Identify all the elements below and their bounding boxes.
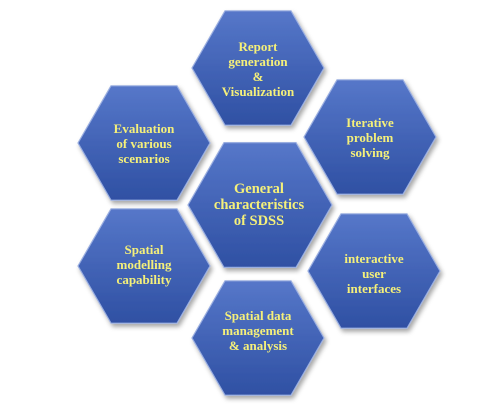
hex-label-spatial-data: Spatial data management & analysis bbox=[200, 297, 316, 363]
label-line: Visualization bbox=[221, 84, 295, 99]
label-line: Spatial data bbox=[224, 307, 292, 323]
hexagon-iterative bbox=[303, 79, 437, 195]
hex-label-report: Report generation & Visualization bbox=[199, 30, 317, 108]
hexagon-spatial-modelling bbox=[77, 208, 211, 324]
label-line: & bbox=[252, 69, 264, 84]
label-line: interfaces bbox=[346, 280, 402, 296]
hexagon-report bbox=[191, 10, 325, 126]
label-line: Spatial bbox=[124, 241, 164, 257]
hex-label-evaluation: Evaluation of various scenarios bbox=[88, 106, 200, 180]
hexagon-interactive bbox=[307, 213, 441, 329]
hex-label-spatial-modelling: Spatial modelling capability bbox=[88, 228, 200, 300]
label-line: management bbox=[222, 322, 294, 338]
label-line: solving bbox=[350, 144, 390, 160]
label-line: & analysis bbox=[228, 337, 288, 353]
label-line: generation bbox=[228, 54, 288, 69]
hexagon-general bbox=[187, 142, 333, 268]
hexagon-spatial-data bbox=[191, 280, 325, 396]
label-line: General bbox=[234, 181, 284, 197]
hexagon-evaluation bbox=[77, 85, 211, 201]
hex-label-general: General characteristics of SDSS bbox=[194, 166, 324, 244]
label-line: capability bbox=[116, 271, 172, 287]
label-line: user bbox=[362, 265, 386, 281]
label-line: scenarios bbox=[118, 150, 170, 166]
label-line: Report bbox=[238, 39, 278, 54]
label-line: characteristics bbox=[213, 197, 305, 213]
label-line: of SDSS bbox=[233, 213, 285, 229]
label-line: problem bbox=[346, 129, 394, 145]
label-line: interactive bbox=[344, 250, 404, 266]
hex-label-iterative: Iterative problem solving bbox=[315, 100, 425, 174]
label-line: modelling bbox=[116, 256, 172, 272]
hex-label-interactive: interactive user interfaces bbox=[318, 237, 430, 309]
label-line: Evaluation bbox=[113, 120, 175, 136]
label-line: Iterative bbox=[346, 114, 394, 130]
label-line: of various bbox=[116, 135, 172, 151]
